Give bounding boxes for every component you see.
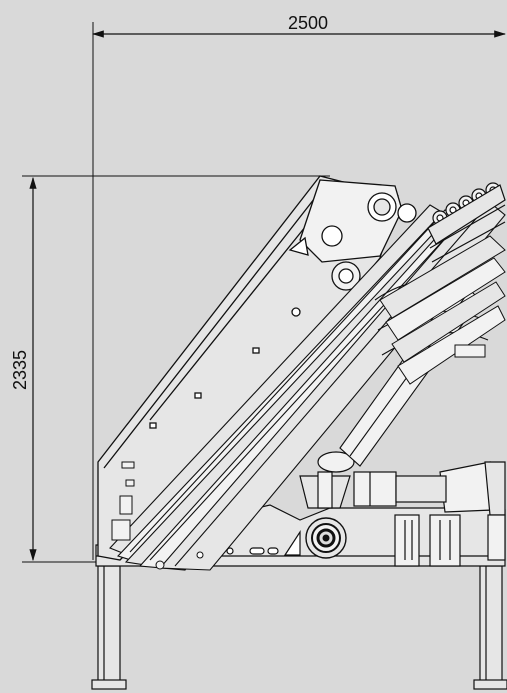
width-dimension: 2500 bbox=[91, 13, 507, 560]
boom-base-details bbox=[111, 461, 204, 570]
support-legs bbox=[91, 565, 507, 690]
width-label: 2500 bbox=[288, 13, 328, 33]
left-leg bbox=[97, 565, 121, 683]
extension-cylinders bbox=[379, 235, 506, 385]
height-dimension: 2335 bbox=[10, 175, 330, 563]
column bbox=[299, 451, 447, 509]
right-foot bbox=[473, 679, 507, 690]
boom-tip-pulleys bbox=[427, 182, 506, 263]
left-foot bbox=[91, 679, 127, 690]
right-leg bbox=[479, 565, 503, 683]
main-boom bbox=[97, 175, 417, 561]
slewing-wheel bbox=[305, 517, 347, 559]
height-label: 2335 bbox=[10, 350, 30, 390]
